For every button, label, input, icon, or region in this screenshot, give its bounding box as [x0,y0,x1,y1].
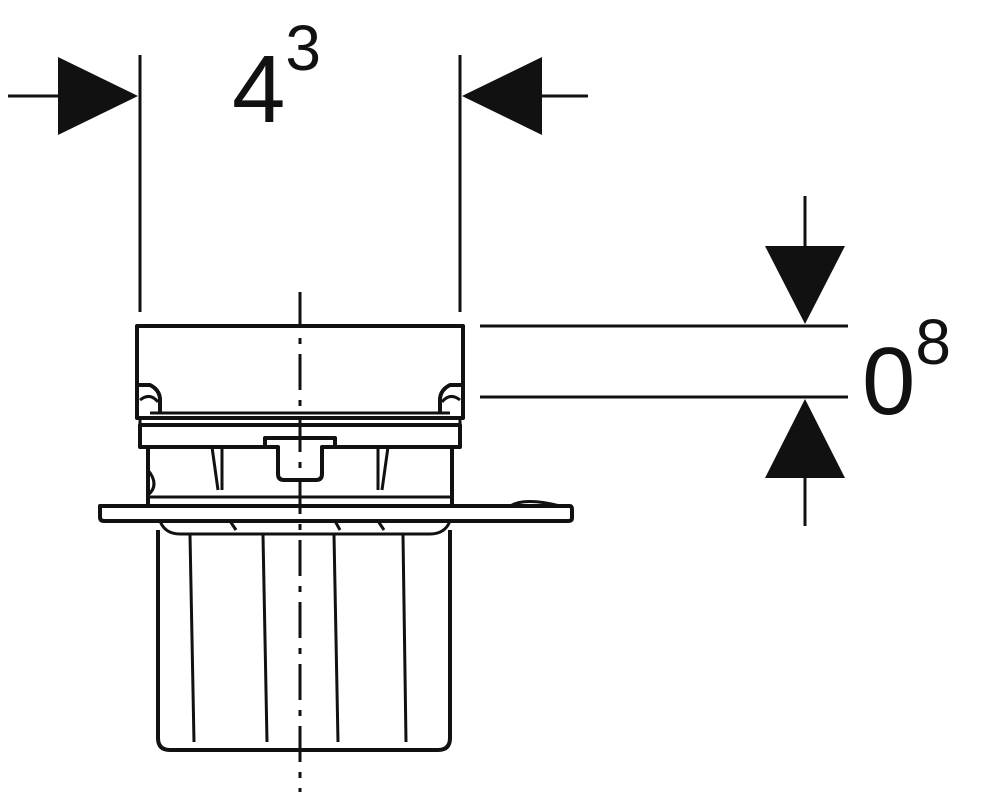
height-value: 08 [862,306,951,435]
height-value-superscript: 8 [915,306,951,378]
housing-left-bevel [146,469,156,497]
top-cap-hook-left [138,395,160,435]
pipe-rib-1 [188,534,196,743]
outlet-pipe [156,530,452,752]
middle-housing-top-band [138,423,462,449]
housing-window-left [210,446,224,491]
top-cap-hook-right [440,395,462,435]
center-spindle [263,436,337,482]
pipe-rib-3 [332,534,340,743]
width-value-superscript: 3 [285,12,321,84]
height-dimension: 08 [480,196,951,526]
drain-body [98,292,574,792]
flange-tick-2 [333,520,342,531]
top-cap-lip-left [137,383,162,412]
height-value-base: 0 [862,328,915,435]
top-cap-lip-right [438,383,463,412]
flange-notch-right [509,500,561,508]
width-value: 43 [232,12,321,143]
width-dimension: 43 [8,12,588,312]
width-arrow-left [58,57,138,135]
flange-plate [98,504,574,523]
width-arrow-right [462,57,542,135]
flange-tick-3 [376,520,386,531]
flange-tick-1 [228,520,238,531]
housing-window-right [376,446,390,491]
pipe-rib-2 [261,534,269,743]
height-arrow-bottom [765,399,845,478]
flange-inner-edge [158,520,452,536]
pipe-rib-4 [401,534,408,743]
width-value-base: 4 [232,36,285,143]
height-arrow-top [765,246,845,324]
